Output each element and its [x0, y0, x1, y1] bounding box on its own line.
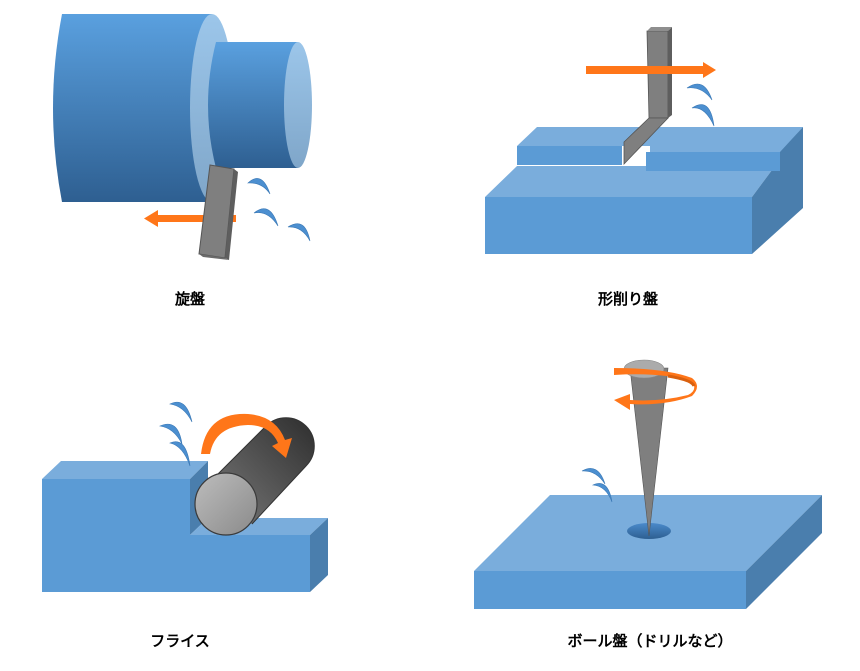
- lathe-large-cylinder: [53, 14, 234, 202]
- cutting-tool-icon: [198, 164, 238, 260]
- drilling-panel: ボール盤（ドリルなど）: [430, 330, 860, 671]
- lathe-label: 旋盤: [174, 290, 206, 308]
- spiral-rotation-arrow-icon: [614, 368, 697, 410]
- lathe-panel: 旋盤: [0, 0, 430, 330]
- lathe-illustration: [53, 14, 312, 260]
- feed-arrow-icon: [144, 210, 236, 227]
- shaper-illustration: [485, 27, 803, 254]
- drilling-illustration: [474, 359, 822, 609]
- shaper-tool-icon: [623, 27, 672, 165]
- milling-panel: フライス: [0, 330, 430, 671]
- shaper-label: 形削り盤: [597, 290, 659, 308]
- milling-illustration: [42, 401, 328, 592]
- chips-icon: [581, 468, 613, 503]
- stroke-arrow-icon: [586, 62, 716, 78]
- shaper-workpiece: [485, 127, 803, 254]
- rotation-arrow-icon: [201, 413, 292, 458]
- chips-icon: [247, 178, 311, 242]
- milling-label: フライス: [150, 632, 210, 650]
- chips-icon: [686, 83, 715, 127]
- drilling-label: ボール盤（ドリルなど）: [567, 632, 733, 650]
- lathe-small-cylinder: [208, 42, 312, 168]
- shaper-panel: 形削り盤: [430, 0, 860, 330]
- chips-icon: [158, 401, 193, 467]
